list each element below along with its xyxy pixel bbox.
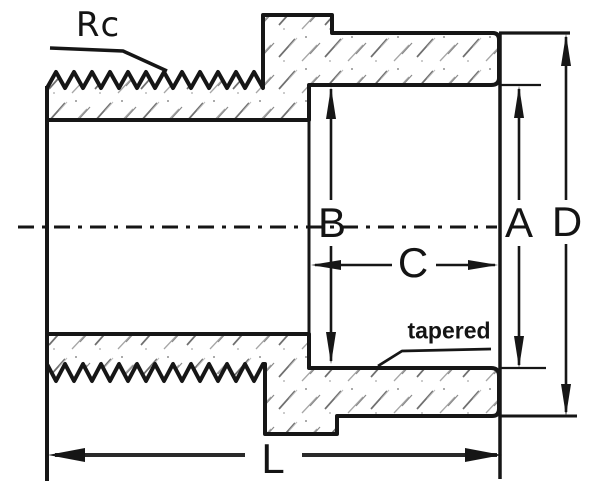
arrowhead-left-icon [311, 260, 341, 270]
arrowhead-up-icon [326, 87, 336, 119]
thread-spec-label: Rc [75, 5, 121, 45]
tapered-leader-line [377, 347, 492, 368]
dim-l-label: L [261, 435, 285, 482]
lower-wall-section [45, 332, 501, 436]
arrowhead-right-icon [468, 260, 498, 270]
arrowhead-down-icon [514, 336, 524, 368]
dim-b-label: B [317, 199, 347, 246]
arrowhead-up-icon [514, 86, 524, 118]
rc-leader-line [49, 46, 168, 73]
arrowhead-left-icon [48, 448, 85, 462]
dim-c-label: C [397, 239, 429, 286]
arrowhead-right-icon [465, 448, 502, 462]
dim-l-arrow [48, 448, 502, 462]
arrowhead-down-icon [326, 332, 336, 364]
dim-a-label: A [504, 199, 534, 246]
arrowhead-up-icon [561, 34, 571, 66]
tapered-note-label: tapered [407, 317, 491, 344]
dim-d-arrow [561, 34, 571, 416]
dim-c-arrow [311, 260, 498, 270]
arrowhead-down-icon [561, 384, 571, 416]
dim-d-label: D [551, 198, 583, 245]
upper-wall-section [45, 13, 501, 122]
dim-a-arrow [514, 86, 524, 368]
